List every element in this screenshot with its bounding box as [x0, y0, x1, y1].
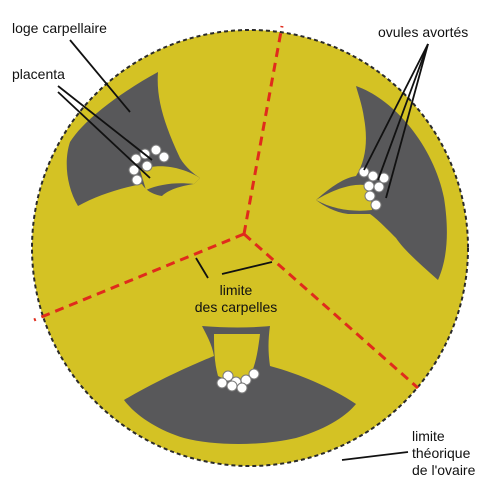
ovule: [374, 182, 384, 192]
label-limite-ovaire-line3: de l'ovaire: [412, 462, 475, 479]
ovule: [249, 369, 259, 379]
label-loge-carpellaire: loge carpellaire: [12, 20, 107, 37]
ovule: [227, 381, 237, 391]
label-limite-carpelles-line1: limite: [186, 282, 286, 299]
label-limite-ovaire-line2: théorique: [412, 445, 475, 462]
ovule: [132, 175, 142, 185]
label-limite-carpelles: limite des carpelles: [186, 282, 286, 316]
ovule: [371, 200, 381, 210]
pointer-ovaire: [342, 452, 408, 460]
ovule: [159, 152, 169, 162]
label-ovules-avortes: ovules avortés: [378, 24, 468, 41]
ovule: [237, 383, 247, 393]
ovule: [142, 161, 152, 171]
ovule: [368, 171, 378, 181]
label-placenta: placenta: [12, 66, 65, 83]
label-limite-ovaire: limite théorique de l'ovaire: [412, 428, 475, 479]
ovule: [365, 191, 375, 201]
label-limite-ovaire-line1: limite: [412, 428, 475, 445]
ovule: [151, 145, 161, 155]
ovule: [217, 378, 227, 388]
ovule: [364, 181, 374, 191]
label-limite-carpelles-line2: des carpelles: [186, 299, 286, 316]
